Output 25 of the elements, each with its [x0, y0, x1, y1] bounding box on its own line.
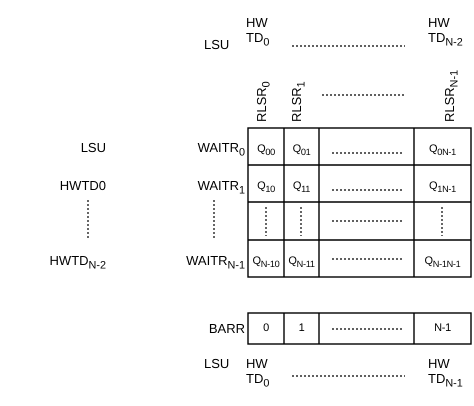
cell-value: Q$_{0N-1}$ — [428, 142, 457, 159]
row-label: HWTD$_{N-2}$ — [48, 253, 106, 274]
row-label: LSU — [80, 140, 106, 155]
cell-value: Q$_{N-10}$ — [252, 254, 280, 271]
row-label: WAITR$_{1}$ — [196, 178, 245, 199]
row-label: WAITR$_{0}$ — [196, 140, 245, 161]
column-header: HW TD$_{N-2}$ — [428, 15, 464, 51]
column-footer: LSU — [204, 356, 244, 371]
column-footer: HW TD$_{N-1}$ — [428, 356, 468, 392]
column-header: LSU — [204, 37, 230, 52]
cell-value: Q$_{N-1N-1}$ — [424, 254, 462, 271]
column-header: HW TD$_{0}$ — [246, 15, 270, 51]
cell-value: Q$_{00}$ — [256, 142, 276, 159]
column-footer: HW TD$_{0}$ — [246, 356, 280, 392]
cell-value: Q$_{N-11}$ — [287, 254, 316, 271]
cell-value: Q$_{1N-1}$ — [428, 178, 457, 196]
cell-value: Q$_{10}$ — [256, 178, 276, 196]
row-label: BARR — [208, 321, 245, 336]
row-label: HWTD0 — [58, 178, 106, 193]
cell-value: Q$_{01}$ — [292, 142, 312, 159]
cell-value: Q$_{11}$ — [292, 178, 312, 196]
cell-value: 1 — [298, 320, 306, 336]
row-label: WAITR$_{N-1}$ — [185, 253, 245, 274]
cell-value: 0 — [262, 320, 270, 336]
cell-value: N-1 — [433, 320, 452, 336]
